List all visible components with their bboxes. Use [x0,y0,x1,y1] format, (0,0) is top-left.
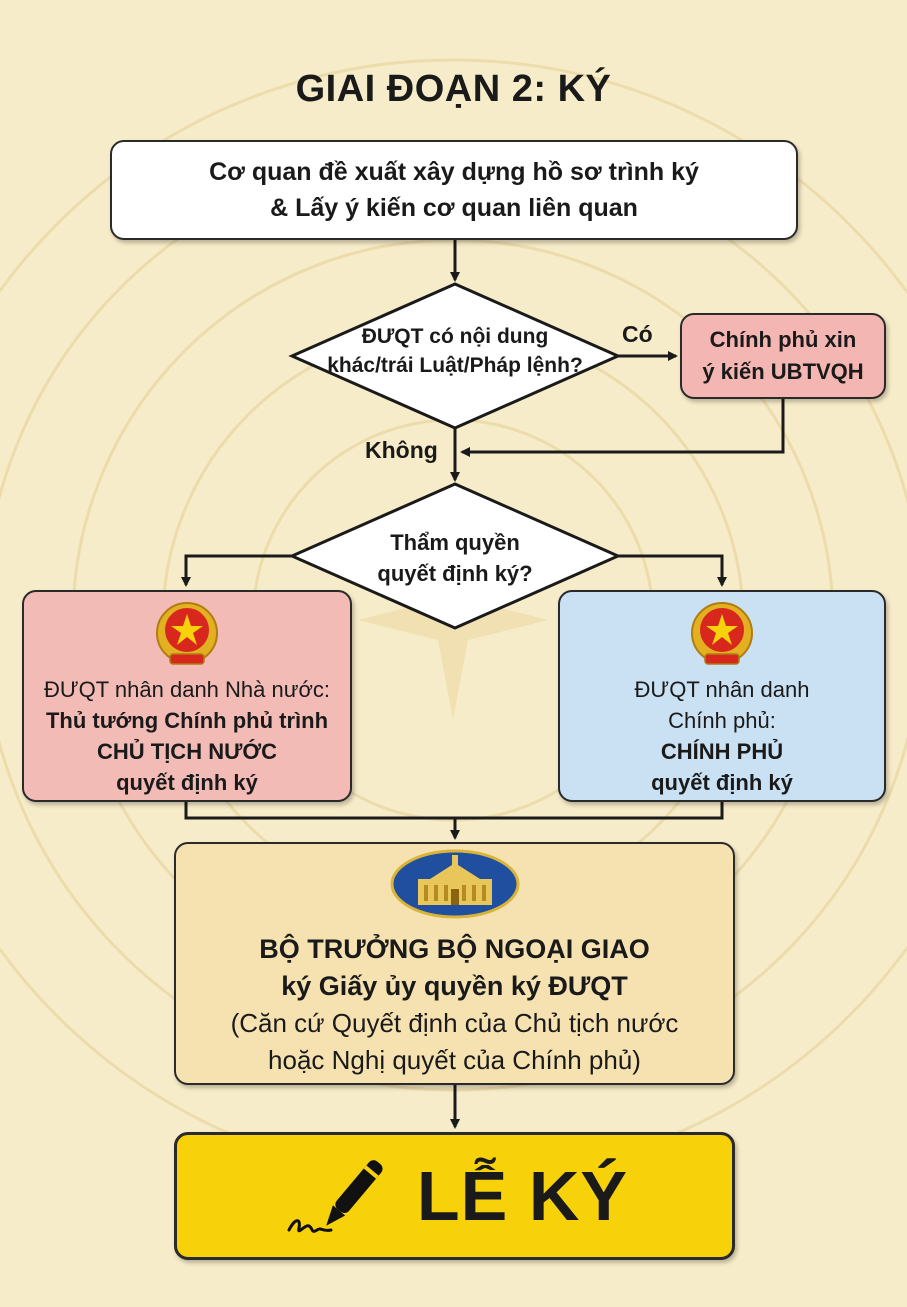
state-line-1: ĐƯQT nhân danh Nhà nước: [43,677,331,702]
merge-line-left [184,802,455,820]
decision2-diamond [288,482,622,630]
decision2-text: Thẩm quyền quyết định ký? [340,527,570,589]
pen-signature-icon [287,1160,383,1233]
gov-line-4: quyết định ký [651,770,793,795]
national-emblem-icon [156,602,218,665]
decision1-line-2: khác/trái Luật/Pháp lệnh? [327,354,583,377]
decision1-line-1: ĐƯQT có nội dung [361,325,549,348]
ceremony-label: LỄ KÝ [416,1157,629,1235]
no-label: Không [365,437,438,463]
mofa-line-4: hoặc Nghị quyết của Chính phủ) [268,1044,641,1075]
proposal-line-1: Cơ quan đề xuất xây dựng hồ sơ trình ký [209,158,699,186]
arrow-ubtvqh-return [460,399,785,457]
state-box: ĐƯQT nhân danh Nhà nước: Thủ tướng Chính… [22,590,352,802]
mofa-line-3: (Căn cứ Quyết định của Chủ tịch nước [230,1007,679,1038]
signing-ceremony-box: LỄ KÝ [174,1132,735,1260]
page-title: GIAI ĐOẠN 2: KÝ [295,68,612,110]
state-line-3: CHỦ TỊCH NƯỚC [96,739,277,764]
decision2-line-1: Thẩm quyền [390,530,520,555]
mofa-line-2: ký Giấy ủy quyền ký ĐƯQT [281,970,628,1001]
mofa-line-1: BỘ TRƯỞNG BỘ NGOẠI GIAO [259,933,650,964]
arrow-decision2-left [181,554,292,587]
ministry-building-icon [390,849,519,918]
ubtvqh-line-1: Chính phủ xin [709,327,857,352]
merge-line-right [455,802,724,820]
ubtvqh-line-2: ý kiến UBTVQH [702,359,864,384]
arrow-decision2-right [618,554,727,587]
government-box: ĐƯQT nhân danh Chính phủ: CHÍNH PHỦ quyế… [558,590,886,802]
gov-line-2: Chính phủ: [668,708,776,733]
gov-line-3: CHÍNH PHỦ [660,739,784,764]
ubtvqh-box: Chính phủ xin ý kiến UBTVQH [680,313,886,399]
decision1-text: ĐƯQT có nội dung khác/trái Luật/Pháp lện… [300,322,610,380]
national-emblem-icon [691,602,753,665]
yes-label: Có [622,321,653,347]
state-line-2: Thủ tướng Chính phủ trình [45,708,329,733]
mofa-box: BỘ TRƯỞNG BỘ NGOẠI GIAO ký Giấy ủy quyền… [174,842,735,1085]
decision2-line-2: quyết định ký? [377,561,533,586]
proposal-line-2: & Lấy ý kiến cơ quan liên quan [270,194,638,222]
state-line-4: quyết định ký [116,770,258,795]
proposal-box: Cơ quan đề xuất xây dựng hồ sơ trình ký … [110,140,798,240]
decision1-diamond [288,282,622,430]
gov-line-1: ĐƯQT nhân danh [634,677,810,702]
